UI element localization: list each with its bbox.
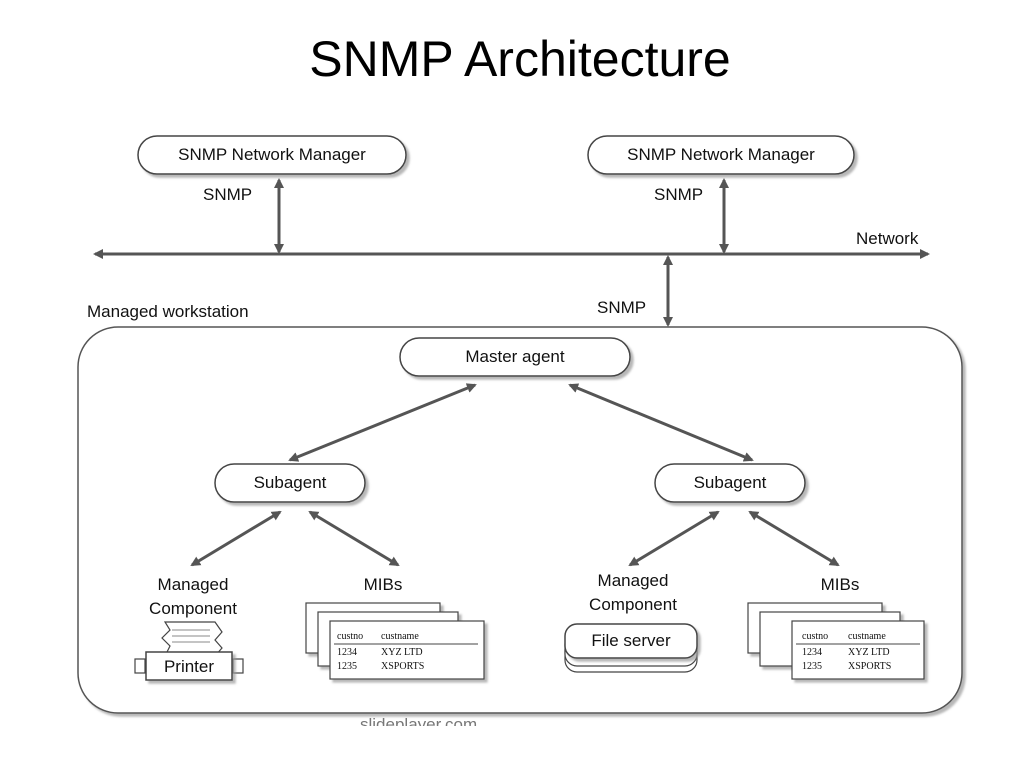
file-server-icon: File server bbox=[564, 623, 698, 673]
watermark: slideplayer.com bbox=[360, 716, 478, 726]
network-manager-right-label: SNMP Network Manager bbox=[627, 145, 815, 164]
left-component-label-line2: Component bbox=[149, 599, 237, 618]
right-component-label-line1: Managed bbox=[598, 571, 669, 590]
mib-stack-right: custno custname 1234 XYZ LTD 1235 XSPORT… bbox=[747, 602, 925, 680]
printer-label: Printer bbox=[164, 657, 214, 676]
master-agent-label: Master agent bbox=[465, 347, 564, 366]
subagent-left-component-arrow bbox=[190, 510, 282, 567]
right-component-label-line2: Component bbox=[589, 595, 677, 614]
mib-left-r2c1: 1235 bbox=[337, 661, 357, 672]
mib-left-r2c2: XSPORTS bbox=[381, 661, 424, 672]
printer-icon: Printer bbox=[134, 621, 244, 681]
mib-right-header-1: custno bbox=[802, 631, 828, 642]
master-agent: Master agent bbox=[399, 337, 631, 377]
right-mibs-label: MIBs bbox=[821, 575, 860, 594]
subagent-right: Subagent bbox=[654, 463, 806, 503]
network-label: Network bbox=[856, 229, 919, 248]
mib-left-header-2: custname bbox=[381, 631, 419, 642]
mib-left-r1c1: 1234 bbox=[337, 647, 357, 658]
left-mibs-label: MIBs bbox=[364, 575, 403, 594]
mib-left-r1c2: XYZ LTD bbox=[381, 647, 423, 658]
mib-right-r2c1: 1235 bbox=[802, 661, 822, 672]
subagent-right-component-arrow bbox=[628, 510, 720, 567]
mib-left-header-1: custno bbox=[337, 631, 363, 642]
subagent-right-mibs-arrow bbox=[748, 510, 840, 567]
manager-left-protocol: SNMP bbox=[203, 185, 252, 204]
mib-right-header-2: custname bbox=[848, 631, 886, 642]
mib-right-r1c2: XYZ LTD bbox=[848, 647, 890, 658]
network-manager-left: SNMP Network Manager bbox=[137, 135, 407, 175]
mib-stack-left: custno custname 1234 XYZ LTD 1235 XSPORT… bbox=[305, 602, 485, 680]
network-manager-right: SNMP Network Manager bbox=[587, 135, 855, 175]
master-left-arrow bbox=[288, 383, 477, 462]
subagent-left-label: Subagent bbox=[254, 473, 327, 492]
network-manager-left-label: SNMP Network Manager bbox=[178, 145, 366, 164]
manager-right-protocol: SNMP bbox=[654, 185, 703, 204]
mib-right-r1c1: 1234 bbox=[802, 647, 822, 658]
subagent-right-label: Subagent bbox=[694, 473, 767, 492]
file-server-label: File server bbox=[591, 631, 671, 650]
subagent-left: Subagent bbox=[214, 463, 366, 503]
subagent-left-mibs-arrow bbox=[308, 510, 400, 567]
workstation-label: Managed workstation bbox=[87, 302, 249, 321]
mib-right-r2c2: XSPORTS bbox=[848, 661, 891, 672]
slide-title: SNMP Architecture bbox=[309, 31, 731, 87]
network-protocol-label: SNMP bbox=[597, 298, 646, 317]
left-component-label-line1: Managed bbox=[158, 575, 229, 594]
master-right-arrow bbox=[568, 383, 754, 462]
